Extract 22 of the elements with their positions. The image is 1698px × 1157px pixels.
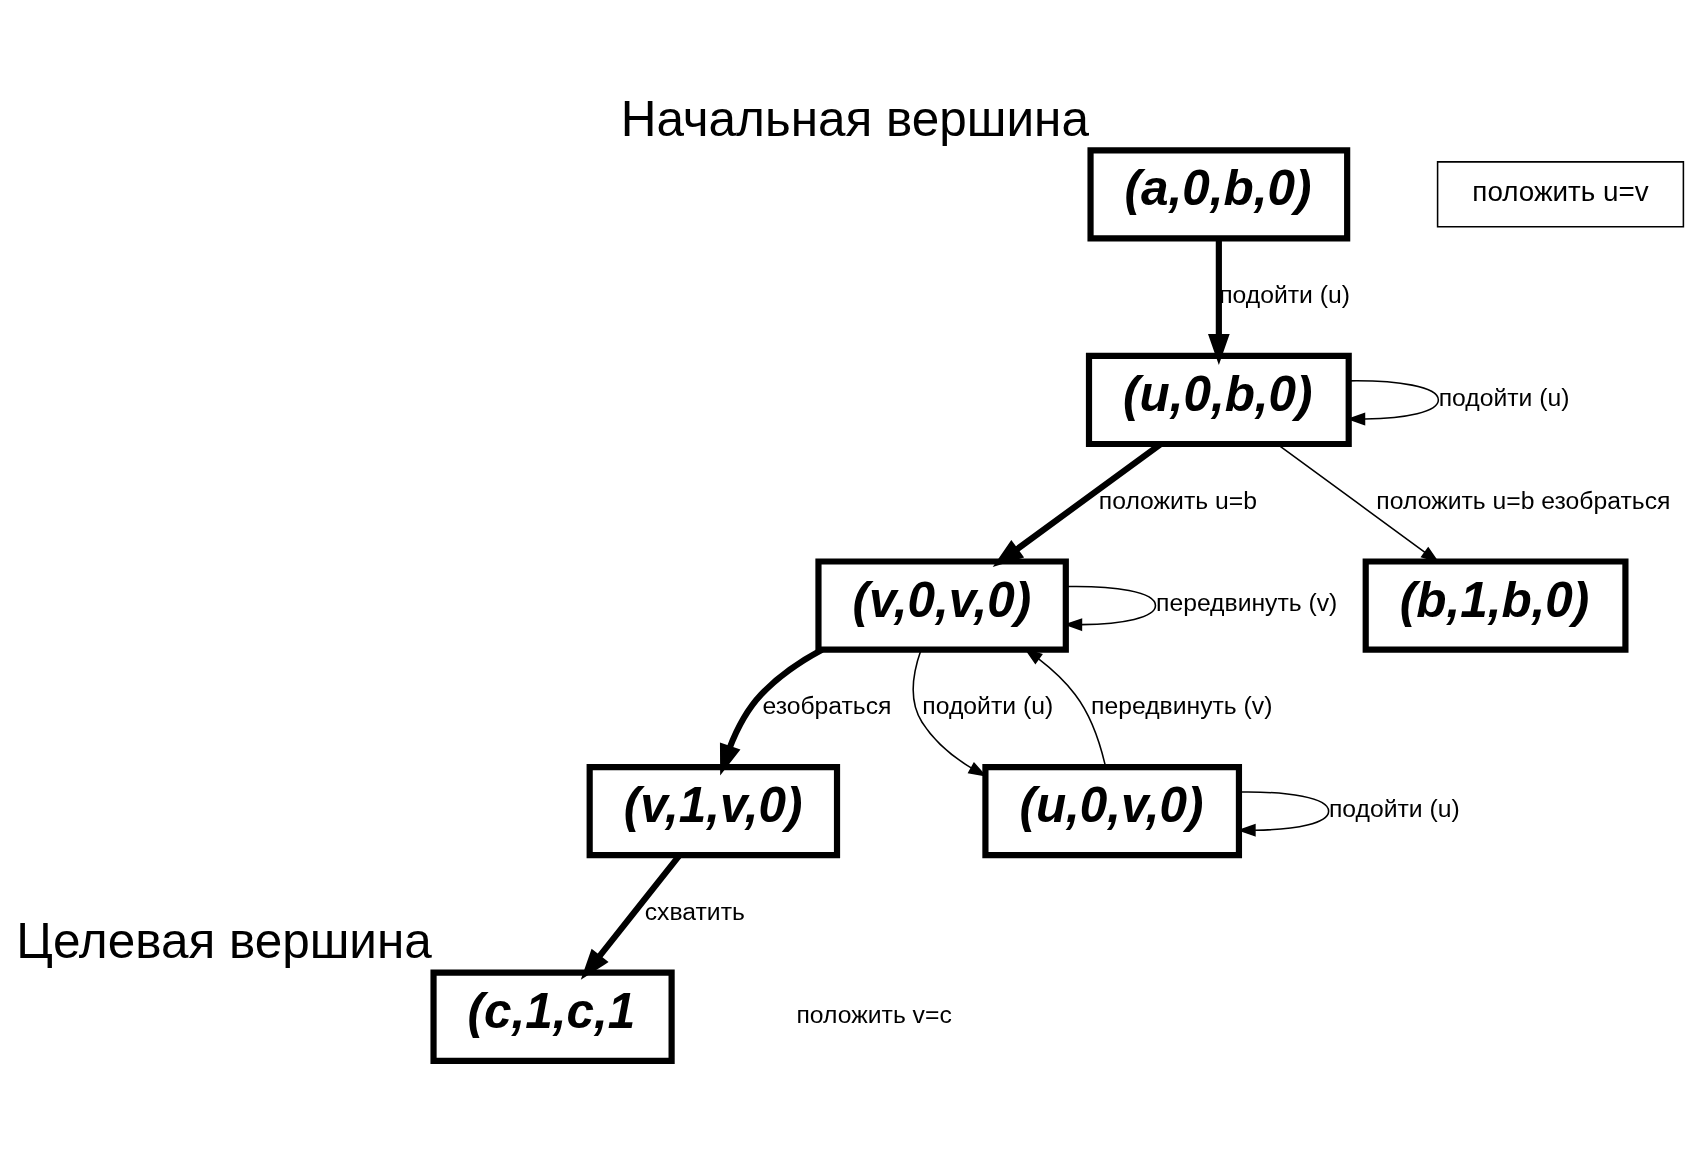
edge-label: передвинуть (v) [1156, 589, 1338, 617]
node-label: Начальная вершина [620, 90, 1089, 146]
node-box: (c,1,c,1 [430, 969, 675, 1064]
node-box: (v,0,v,0) [815, 558, 1069, 653]
edge-label: подойти (u) [1438, 383, 1570, 411]
node-box: положить u=v [1436, 161, 1685, 228]
edge-label: положить u=b [1098, 486, 1257, 514]
label: положить v=c [796, 1000, 952, 1028]
node-box: (a,0,b,0) [1087, 147, 1351, 242]
node-box: (v,1,v,0) [586, 764, 841, 859]
node-label: Целевая вершина [16, 913, 432, 969]
edge-label: подойти (u) [1328, 795, 1460, 823]
edge-label: езобраться [762, 692, 892, 720]
node-box: (u,0,b,0) [1085, 352, 1352, 448]
edge-label: схватить [644, 897, 745, 925]
edge-label: передвинуть (v) [1091, 692, 1273, 720]
edge-label: подойти (u) [922, 692, 1054, 720]
edge-label: положить u=b езобраться [1376, 486, 1671, 514]
node-box: (b,1,b,0) [1362, 558, 1629, 653]
node-box: (u,0,v,0) [982, 764, 1243, 859]
arrow [1208, 238, 1230, 365]
arrow [719, 647, 824, 776]
